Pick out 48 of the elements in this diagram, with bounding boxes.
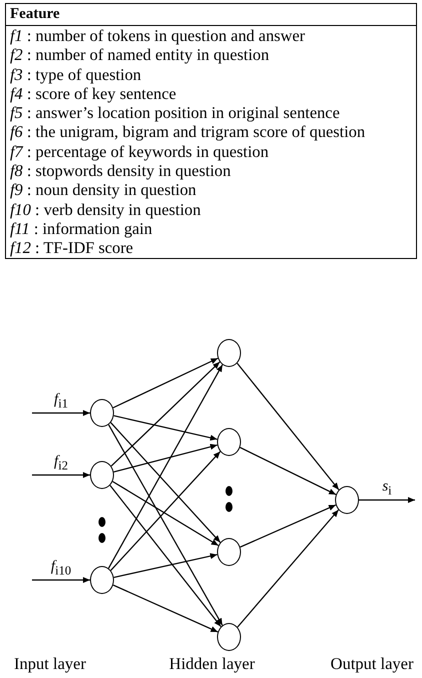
arrow (108, 364, 223, 569)
neuron-circle (90, 461, 114, 489)
arrow (240, 446, 336, 496)
neuron-circle (217, 623, 241, 651)
feature-row-text: f1 : number of tokens in question and answer (9, 26, 306, 46)
feature-row-text: f11 : information gain (9, 218, 154, 238)
feature-row-text: f6 : the unigram, bigram and trigram score of question (9, 122, 366, 142)
edge-label: f$_{i1}$ (54, 392, 68, 410)
feature-row-text: f2 : number of named entity in question (9, 45, 270, 65)
arrow (112, 584, 218, 633)
table-header: Feature (6, 4, 416, 26)
feature-row-text: f9 : noun density in question (9, 180, 198, 200)
edge-label: f$_{i10}$ (50, 560, 72, 577)
neuron-circle (90, 399, 114, 427)
feature-row-text: f12 : TF-IDF score (9, 238, 134, 258)
neuron-circle (90, 566, 114, 594)
feature-row-text: f8 : stopwords density in question (9, 161, 232, 180)
neuron-circle (217, 538, 241, 566)
arrow (32, 410, 90, 416)
arrow (32, 472, 90, 478)
neuron-circle (335, 486, 359, 514)
arrow (114, 553, 218, 578)
arrow (112, 480, 219, 546)
arrow (108, 424, 223, 626)
layer-label: Input layer (14, 654, 86, 674)
layer-label: Hidden layer (169, 654, 255, 674)
arrow (359, 497, 415, 503)
arrow (110, 361, 220, 467)
arrow (240, 504, 336, 548)
feature-row-text: f4 : score of key sentence (9, 84, 178, 104)
feature-row-text: f10 : verb density in question (9, 200, 202, 219)
arrow (114, 415, 218, 441)
arrow (237, 509, 339, 628)
neuron-circle (217, 339, 241, 367)
feature-row-text: f7 : percentage of keywords in question (9, 142, 270, 162)
feature-row-text: f3 : type of question (9, 64, 142, 84)
neuron-circle (217, 428, 241, 456)
edge-label: f$_{i2}$ (54, 454, 68, 472)
arrow (236, 362, 340, 490)
feature-row-text: f5 : answer’s location position in original sentence (9, 103, 341, 122)
arrow (114, 444, 218, 473)
arrow (110, 484, 222, 628)
arrow (112, 358, 218, 408)
arrow (110, 451, 221, 571)
arrow (32, 577, 90, 583)
edge-label: s$_{i}$ (382, 480, 392, 497)
layer-label: Output layer (330, 654, 414, 674)
arrow (110, 422, 221, 543)
